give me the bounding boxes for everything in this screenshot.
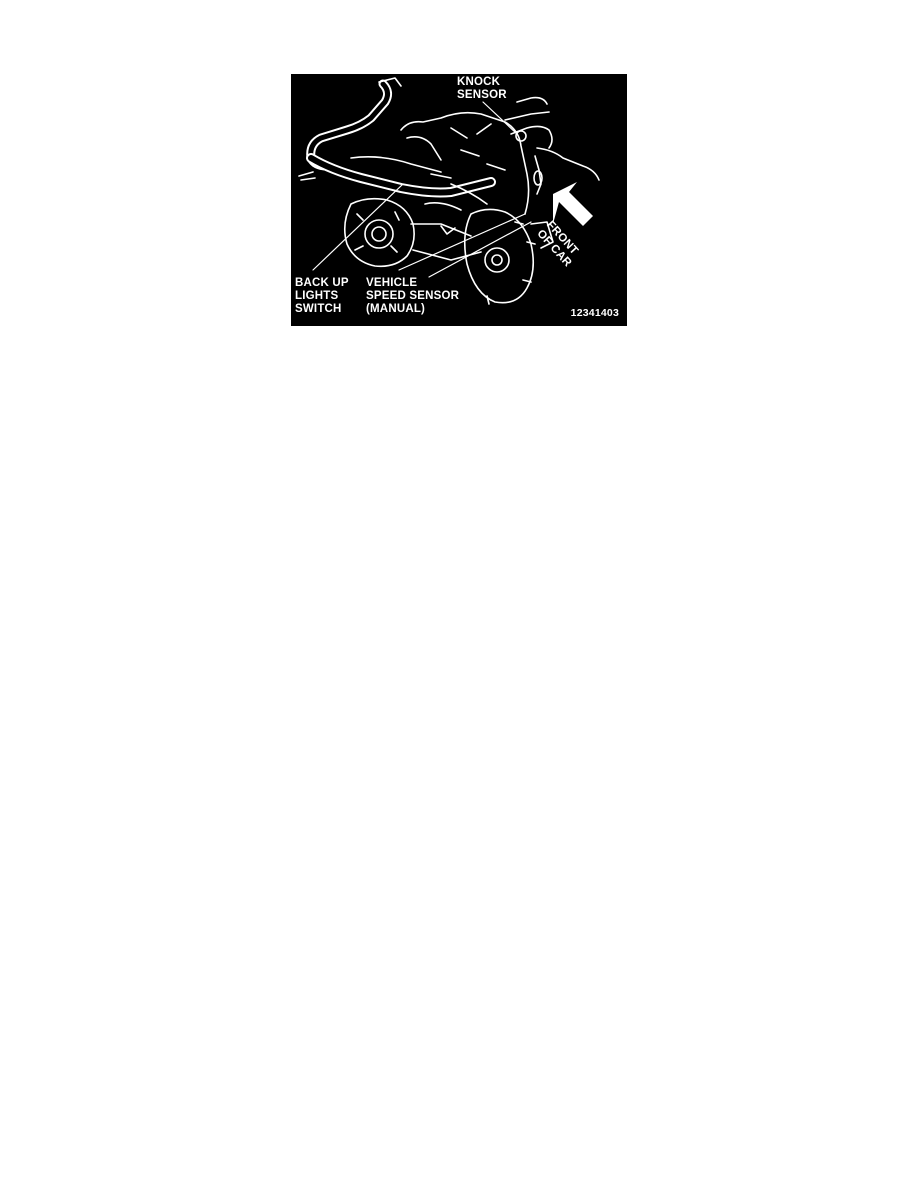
back-up-lights-switch-label: BACK UP LIGHTS SWITCH (295, 277, 349, 315)
transaxle-illustration (343, 111, 554, 305)
engine-line-drawing (298, 77, 600, 305)
vehicle-speed-sensor-label: VEHICLE SPEED SENSOR (MANUAL) (366, 277, 460, 315)
knock-sensor-label: KNOCK SENSOR (457, 76, 507, 101)
leader-lines (312, 101, 532, 278)
engine-component-diagram: KNOCK SENSOR FRONT OF CAR BACK UP LIGHTS… (291, 74, 627, 326)
hose-illustration (298, 77, 496, 198)
front-arrow (553, 182, 593, 226)
figure-number: 12341403 (570, 307, 619, 319)
sensor-wiring-illustration (504, 96, 600, 195)
